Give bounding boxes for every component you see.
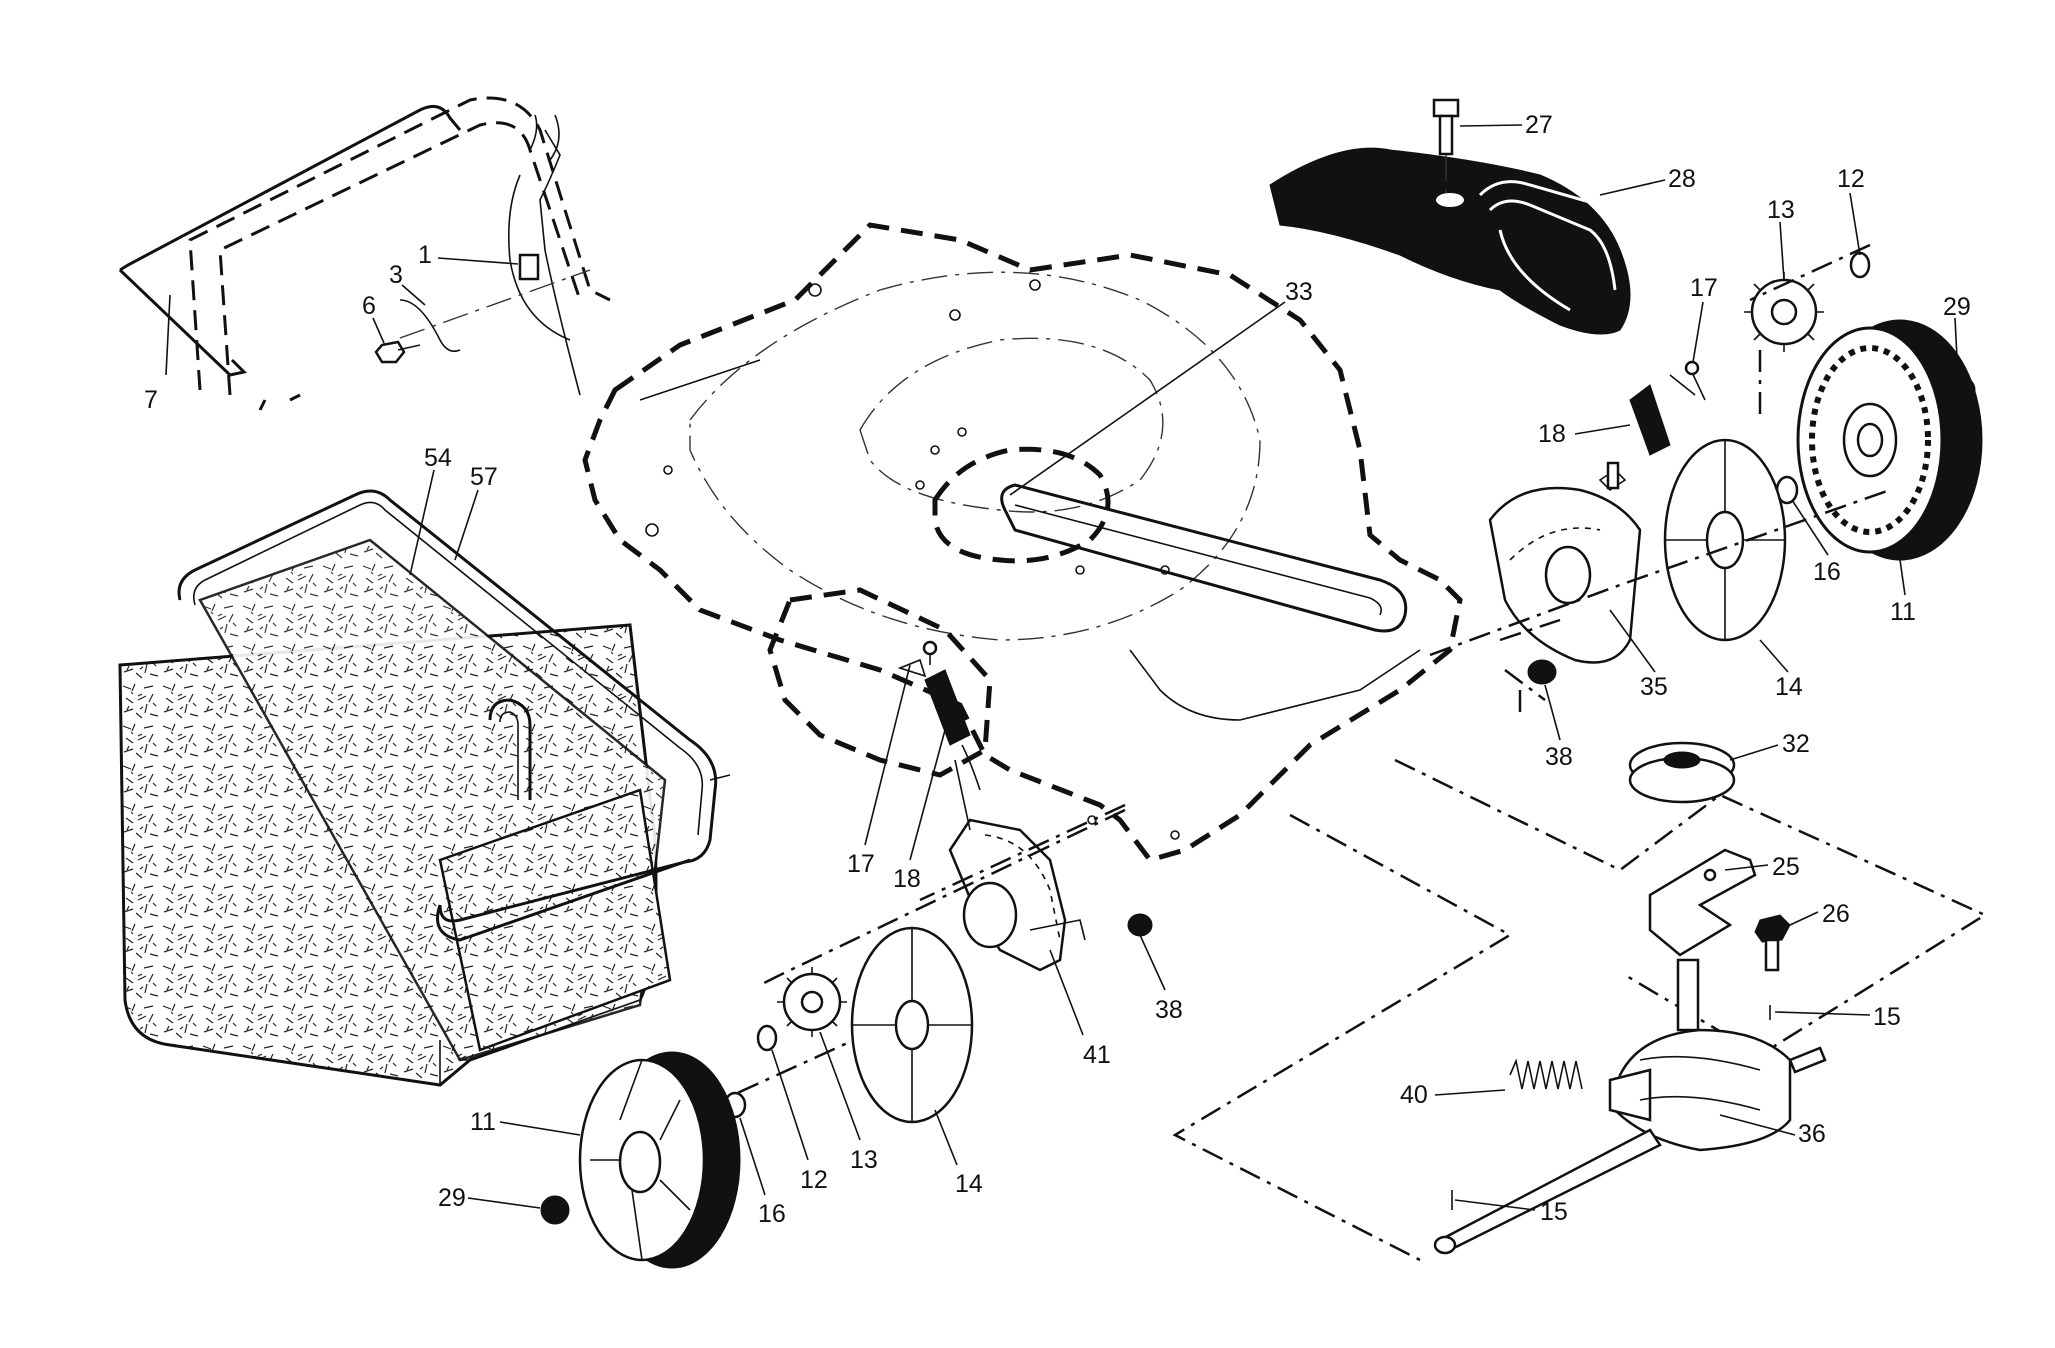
callout-32: 32 (1782, 730, 1810, 758)
callout-14-left: 14 (955, 1170, 983, 1198)
callout-26: 26 (1822, 900, 1850, 928)
callout-40: 40 (1400, 1081, 1428, 1109)
callout-36: 36 (1798, 1120, 1826, 1148)
callout-38-right: 38 (1545, 743, 1573, 771)
callout-labels: 1 3 6 7 54 57 33 27 28 13 12 29 17 18 16… (144, 111, 1971, 1228)
left-wheel-assembly (540, 640, 1153, 1269)
callout-12-left: 12 (800, 1166, 828, 1194)
callout-15-bottom: 15 (1540, 1198, 1568, 1226)
callout-6: 6 (362, 292, 376, 320)
callout-29-right: 29 (1943, 293, 1971, 321)
transmission-assembly (1172, 741, 1988, 1262)
callout-16-right: 16 (1813, 558, 1841, 586)
handle-assembly (118, 96, 611, 411)
callout-17-left: 17 (847, 850, 875, 878)
callout-14-right: 14 (1775, 673, 1803, 701)
grass-bag (118, 489, 731, 1087)
callout-25: 25 (1772, 853, 1800, 881)
callout-13-left: 13 (850, 1146, 878, 1174)
callout-7: 7 (144, 386, 158, 414)
callout-12-right: 12 (1837, 165, 1865, 193)
callout-27: 27 (1525, 111, 1553, 139)
rear-flap (1269, 98, 1631, 335)
callout-17-right: 17 (1690, 274, 1718, 302)
leader-lines (165, 124, 1959, 1211)
right-wheel-assembly (1429, 243, 1983, 720)
callout-1: 1 (418, 241, 432, 269)
callout-18-right: 18 (1538, 420, 1566, 448)
callout-35: 35 (1640, 673, 1668, 701)
callout-15-right: 15 (1873, 1003, 1901, 1031)
callout-57: 57 (470, 463, 498, 491)
callout-11-right: 11 (1890, 598, 1916, 626)
callout-13-right: 13 (1767, 196, 1795, 224)
callout-38-left: 38 (1155, 996, 1183, 1024)
callout-41: 41 (1083, 1041, 1111, 1069)
callout-54: 54 (424, 444, 452, 472)
mower-deck (582, 222, 1463, 863)
callout-29-left: 29 (438, 1184, 466, 1212)
callout-18-left: 18 (893, 865, 921, 893)
callout-11-left: 11 (470, 1108, 496, 1136)
callout-28: 28 (1668, 165, 1696, 193)
callout-16-left: 16 (758, 1200, 786, 1228)
callout-3: 3 (389, 261, 403, 289)
callout-33: 33 (1285, 278, 1313, 306)
